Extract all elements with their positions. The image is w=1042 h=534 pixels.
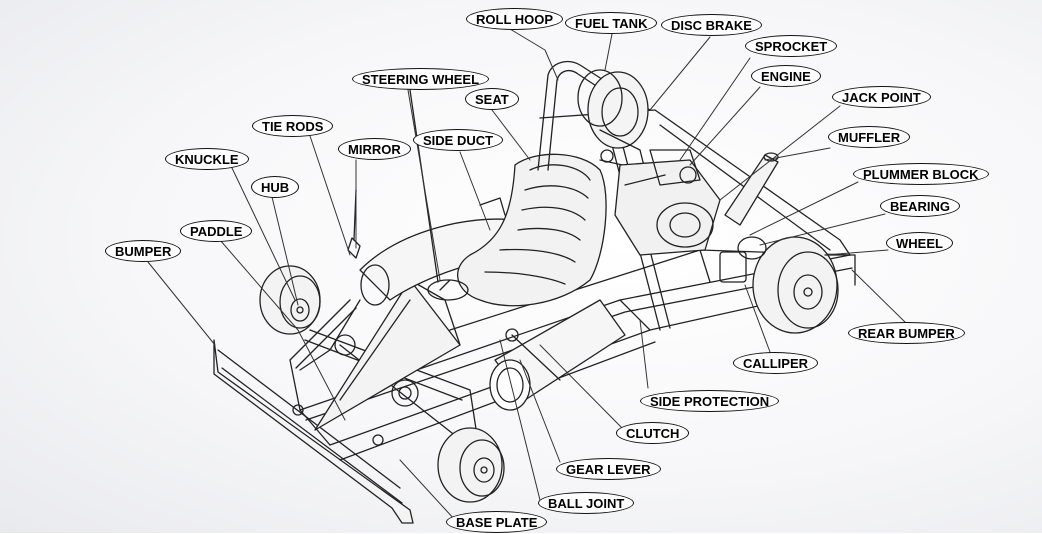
side-tube-shape	[489, 299, 626, 411]
label-plummer-block: PLUMMER BLOCK	[853, 163, 989, 185]
label-calliper: CALLIPER	[733, 352, 818, 374]
label-muffler: MUFFLER	[828, 126, 911, 148]
muffler-shape	[724, 152, 779, 226]
label-sprocket: SPROCKET	[745, 35, 838, 57]
label-fuel-tank: FUEL TANK	[565, 12, 658, 34]
rear-right-wheel-shape	[719, 236, 856, 334]
label-tie-rods: TIE RODS	[252, 115, 334, 137]
nose-cone-shape	[314, 279, 461, 431]
label-paddle: PADDLE	[180, 220, 253, 242]
leader-lines	[147, 28, 906, 521]
rear-left-wheel-shape	[577, 69, 623, 127]
label-seat: SEAT	[465, 88, 519, 110]
front-right-wheel-shape	[437, 427, 505, 503]
label-side-duct: SIDE DUCT	[413, 129, 504, 151]
label-gear-lever: GEAR LEVER	[556, 458, 661, 480]
fuel-tank-shape	[587, 71, 649, 171]
label-jack-point: JACK POINT	[832, 86, 931, 108]
label-engine: ENGINE	[751, 65, 821, 87]
label-bumper: BUMPER	[105, 240, 182, 262]
engine-shape	[614, 149, 721, 256]
seat-shape	[457, 153, 607, 307]
label-knuckle: KNUCKLE	[165, 148, 249, 170]
label-clutch: CLUTCH	[616, 422, 690, 444]
label-ball-joint: BALL JOINT	[538, 492, 635, 514]
label-hub: HUB	[251, 176, 300, 198]
label-disc-brake: DISC BRAKE	[661, 14, 762, 36]
label-mirror: MIRROR	[338, 138, 411, 160]
label-roll-hoop: ROLL HOOP	[466, 8, 564, 30]
label-base-plate: BASE PLATE	[446, 511, 548, 533]
label-steering-wheel: STEERING WHEEL	[352, 68, 490, 90]
front-left-wheel-shape	[259, 265, 321, 335]
label-side-protection: SIDE PROTECTION	[640, 390, 780, 412]
label-bearing: BEARING	[880, 195, 960, 217]
label-rear-bumper: REAR BUMPER	[848, 322, 965, 344]
label-wheel: WHEEL	[886, 232, 953, 254]
mirror-shape	[347, 189, 361, 259]
